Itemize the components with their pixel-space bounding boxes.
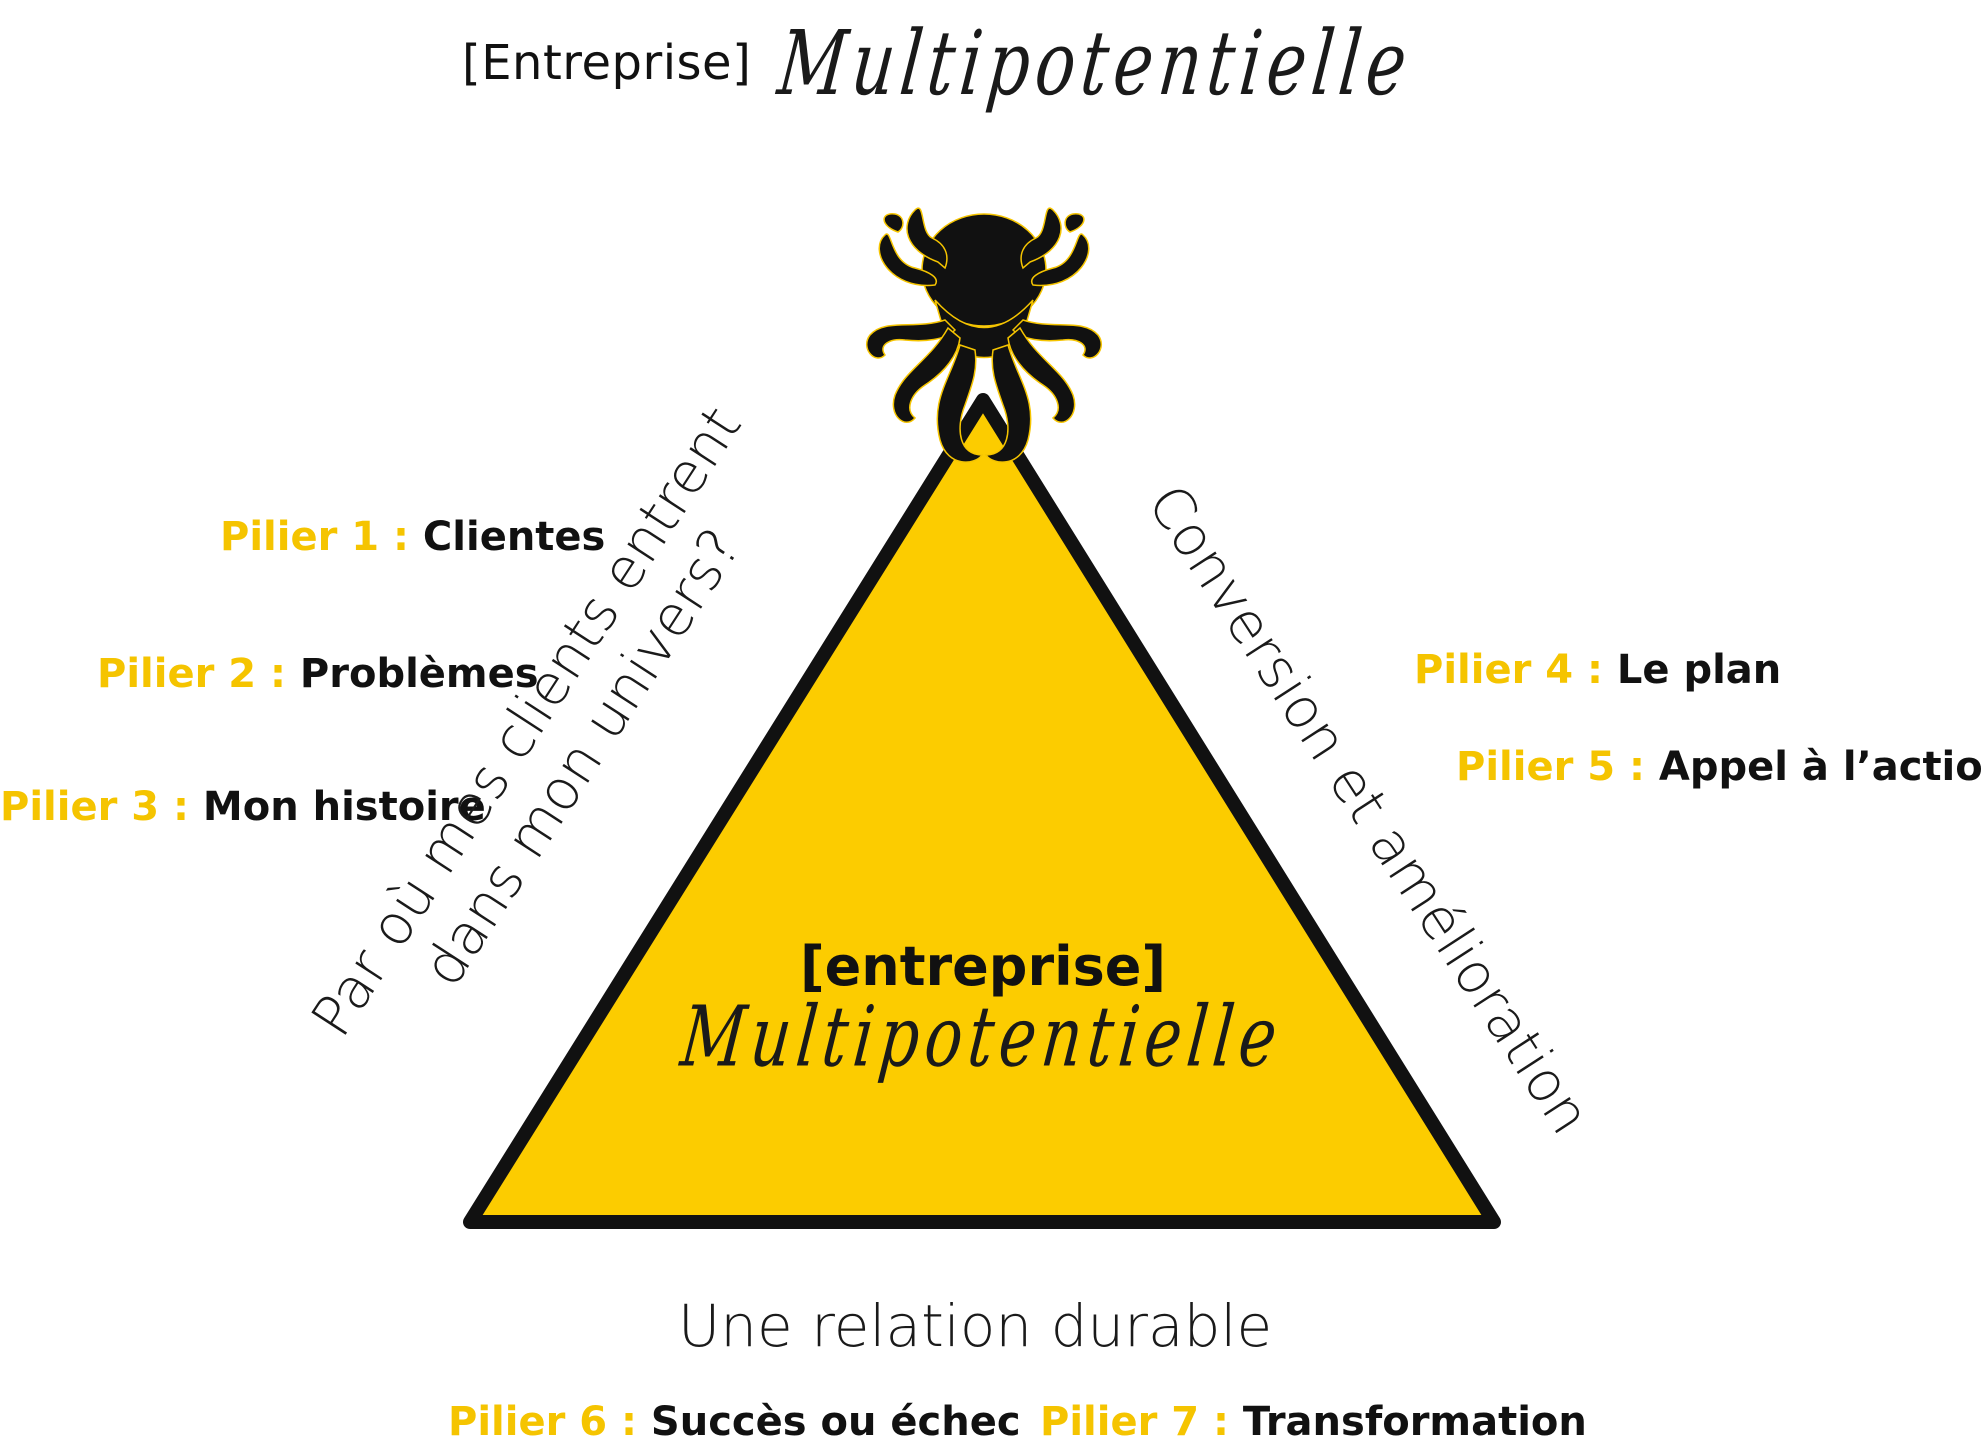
pillar-6-name: Succès ou échec xyxy=(651,1399,1021,1445)
pillar-7-name: Transformation xyxy=(1243,1399,1587,1445)
bottom-side-label: Une relation durable xyxy=(678,1292,1272,1360)
pillar-1: Pilier 1 : Clientes xyxy=(220,517,605,557)
header-script-text: Multipotentielle xyxy=(774,11,1418,115)
pillar-6-prefix: Pilier 6 : xyxy=(448,1399,651,1445)
header-title: [Entreprise] Multipotentielle xyxy=(462,18,1412,108)
pillar-7-prefix: Pilier 7 : xyxy=(1040,1399,1243,1445)
pillar-7: Pilier 7 : Transformation xyxy=(1040,1402,1587,1442)
pillar-3-prefix: Pilier 3 : xyxy=(0,784,203,830)
pillar-2: Pilier 2 : Problèmes xyxy=(97,654,539,694)
pillar-5: Pilier 5 : Appel à l’action xyxy=(1456,747,1986,787)
center-script-text: Multipotentielle xyxy=(677,987,1288,1086)
pillar-5-name: Appel à l’action xyxy=(1659,744,1986,790)
pillar-4-name: Le plan xyxy=(1617,647,1781,693)
header-bracket-text: [Entreprise] xyxy=(462,35,751,91)
pillar-2-prefix: Pilier 2 : xyxy=(97,651,300,697)
pillar-2-name: Problèmes xyxy=(300,651,539,697)
pillar-3: Pilier 3 : Mon histoire xyxy=(0,787,486,827)
center-script: Multipotentielle xyxy=(682,1000,1282,1073)
pillar-6: Pilier 6 : Succès ou échec xyxy=(448,1402,1021,1442)
pillar-1-name: Clientes xyxy=(423,514,605,560)
pillar-1-prefix: Pilier 1 : xyxy=(220,514,423,560)
pillar-4: Pilier 4 : Le plan xyxy=(1414,650,1781,690)
pillar-4-prefix: Pilier 4 : xyxy=(1414,647,1617,693)
pillar-5-prefix: Pilier 5 : xyxy=(1456,744,1659,790)
